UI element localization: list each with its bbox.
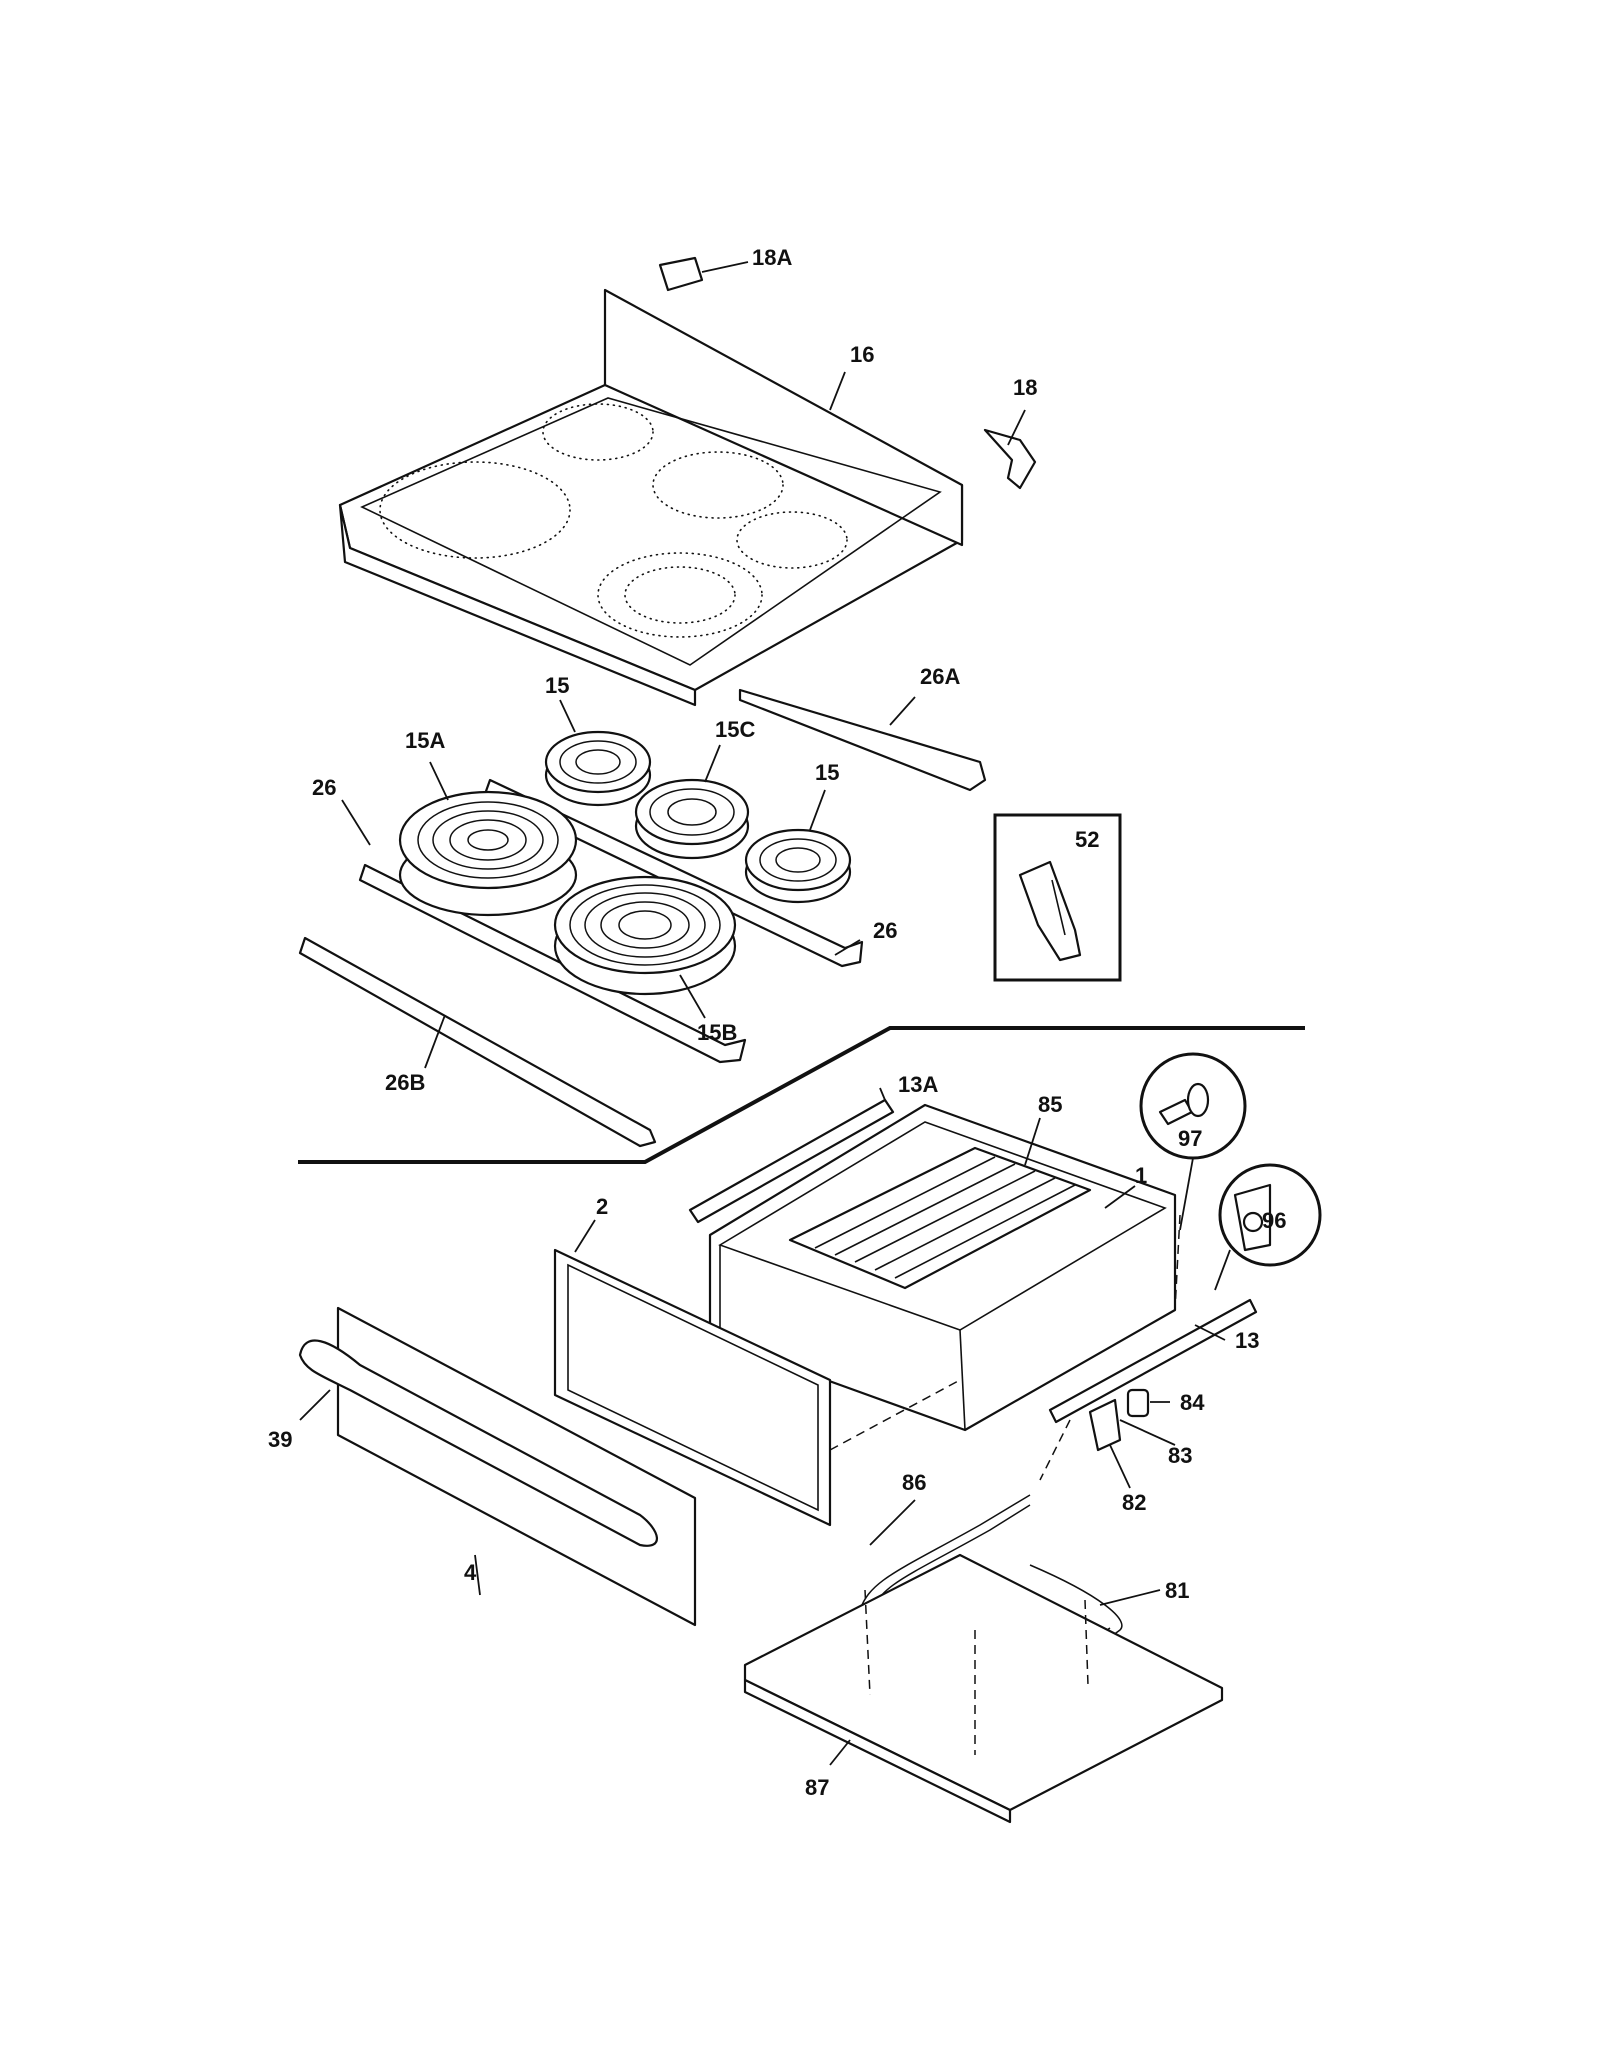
support-rail-26a <box>738 688 987 792</box>
callout-4: 4 <box>464 1560 477 1585</box>
callout-1: 1 <box>1135 1163 1147 1188</box>
element-15a-large <box>398 790 578 917</box>
callout-26-right: 26 <box>873 918 897 943</box>
callout-15b: 15B <box>697 1020 737 1045</box>
callout-82: 82 <box>1122 1490 1146 1515</box>
callout-39: 39 <box>268 1427 292 1452</box>
callout-83: 83 <box>1168 1443 1192 1468</box>
bracket-18a <box>658 256 749 292</box>
callout-13: 13 <box>1235 1328 1259 1353</box>
section-divider <box>298 1026 1305 1164</box>
callout-84: 84 <box>1180 1390 1205 1415</box>
callout-15c: 15C <box>715 717 755 742</box>
element-15b-large <box>553 875 737 996</box>
element-rail-26b <box>298 936 657 1148</box>
cooktop-glass-top <box>338 288 964 707</box>
callout-15-right: 15 <box>815 760 839 785</box>
callout-26b: 26B <box>385 1070 425 1095</box>
callout-86: 86 <box>902 1470 926 1495</box>
bracket-18 <box>983 409 1037 490</box>
callout-26a: 26A <box>920 664 960 689</box>
callout-18: 18 <box>1013 375 1037 400</box>
callout-96: 96 <box>1262 1208 1286 1233</box>
switch-84 <box>1126 1388 1150 1418</box>
callout-15a: 15A <box>405 728 445 753</box>
callout-52: 52 <box>1075 827 1099 852</box>
callout-13a: 13A <box>898 1072 938 1097</box>
callout-85: 85 <box>1038 1092 1062 1117</box>
drawer-inner-panel-2 <box>553 1248 832 1527</box>
callout-15-left: 15 <box>545 673 569 698</box>
callout-97: 97 <box>1178 1126 1202 1151</box>
callout-18a: 18A <box>752 245 792 270</box>
drawer-front-4 <box>298 1306 697 1627</box>
drawer-slide-13a <box>688 1098 895 1224</box>
broiler-rack-85 <box>788 1146 1092 1290</box>
screw-detail-97 <box>1139 1052 1247 1160</box>
element-15c <box>634 778 750 860</box>
callout-87: 87 <box>805 1775 829 1800</box>
callout-16: 16 <box>850 342 874 367</box>
callout-26-left: 26 <box>312 775 336 800</box>
drawer-bottom-87 <box>743 1553 1224 1824</box>
element-15-right <box>744 828 852 904</box>
element-rail-26-front <box>358 863 747 1064</box>
callout-81: 81 <box>1165 1578 1189 1603</box>
bracket-83 <box>1088 1398 1122 1452</box>
inset-box-52 <box>993 813 1122 982</box>
element-15-rear-left <box>544 730 652 807</box>
clip-detail-96 <box>1218 1163 1322 1267</box>
callout-2: 2 <box>596 1194 608 1219</box>
